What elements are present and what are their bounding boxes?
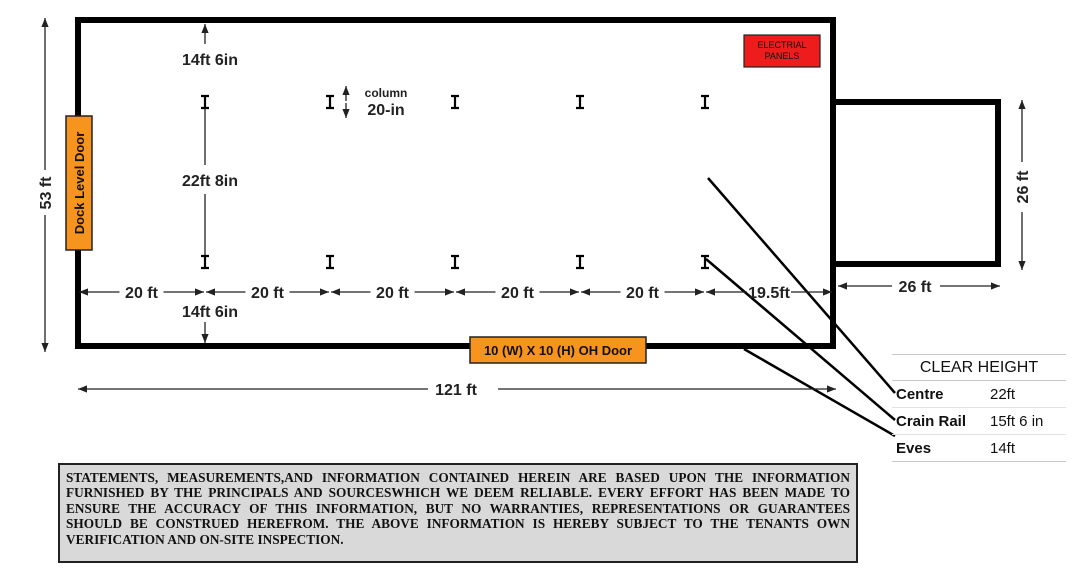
bay-dim-label: 19.5ft	[748, 285, 790, 302]
clear-height-table: CLEAR HEIGHT Centre 22ft Crain Rail 15ft…	[892, 354, 1066, 462]
leader-line-eves	[743, 347, 896, 438]
disclaimer-box: STATEMENTS, MEASUREMENTS,AND INFORMATION…	[58, 463, 858, 563]
dim-label-26ft-height: 26 ft	[1015, 170, 1032, 204]
dim-label-53ft: 53 ft	[38, 176, 55, 210]
leader-line-crain-rail	[705, 258, 896, 421]
column-icon	[576, 94, 584, 110]
clear-height-value: 22ft	[990, 385, 1016, 403]
clear-height-value: 14ft	[990, 439, 1016, 457]
overhead-door-label: 10 (W) X 10 (H) OH Door	[484, 343, 632, 358]
column-icon	[701, 94, 709, 110]
column-icon	[576, 254, 584, 270]
clear-height-row-crain-rail: Crain Rail 15ft 6 in	[892, 408, 1066, 435]
bay-dim-label: 20 ft	[626, 285, 660, 302]
column-icon	[451, 94, 459, 110]
bay-dim-label: 20 ft	[251, 285, 285, 302]
electrical-panels-box	[743, 34, 821, 68]
dim-label-mid-span: 22ft 8in	[182, 173, 238, 190]
dim-label-annex-width: 26 ft	[899, 279, 933, 296]
dock-level-door-label: Dock Level Door	[72, 132, 87, 235]
clear-height-title: CLEAR HEIGHT	[892, 354, 1066, 381]
bay-dim-label: 20 ft	[501, 285, 535, 302]
column-grid	[201, 94, 709, 270]
bay-dim-label: 20 ft	[125, 285, 159, 302]
dim-label-south-span: 14ft 6in	[182, 304, 238, 321]
clear-height-label: Crain Rail	[896, 412, 967, 430]
clear-height-label: Eves	[896, 439, 932, 457]
column-icon	[451, 254, 459, 270]
column-icon	[326, 94, 334, 110]
column-label: column	[365, 86, 408, 100]
clear-height-row-centre: Centre 22ft	[892, 381, 1066, 408]
leader-line-centre	[707, 177, 896, 394]
column-icon	[701, 254, 709, 270]
dim-label-121ft: 121 ft	[435, 382, 477, 399]
bay-dimension-chain: 20 ft 20 ft 20 ft 20 ft 20 ft 19.5ft	[79, 285, 832, 302]
column-size-label: 20-in	[367, 102, 404, 119]
column-icon	[201, 94, 209, 110]
clear-height-value: 15ft 6 in	[990, 412, 1044, 430]
overhead-door	[469, 336, 647, 364]
column-icon	[201, 254, 209, 270]
bay-dim-label: 20 ft	[376, 285, 410, 302]
column-icon	[326, 254, 334, 270]
annex-outline	[833, 99, 1001, 267]
dock-level-door	[65, 115, 93, 251]
clear-height-label: Centre	[896, 385, 944, 403]
dim-label-north-span: 14ft 6in	[182, 52, 238, 69]
clear-height-row-eves: Eves 14ft	[892, 435, 1066, 462]
